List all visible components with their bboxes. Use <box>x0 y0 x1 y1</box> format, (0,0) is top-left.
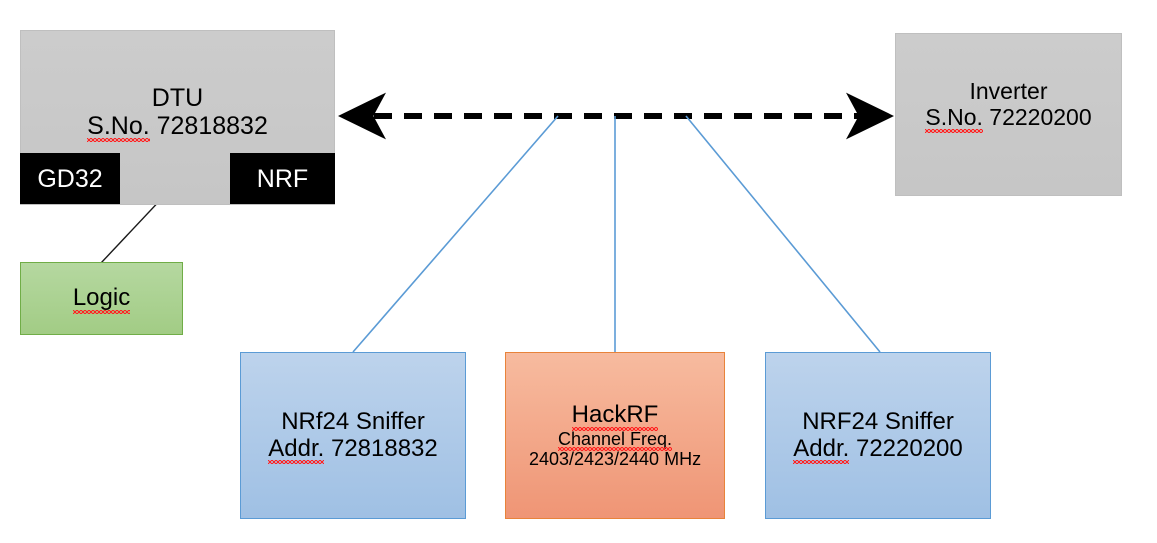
node-gd32[interactable]: GD32 <box>20 153 120 204</box>
inverter-serial: S.No. 72220200 <box>925 103 1092 133</box>
node-nrf[interactable]: NRF <box>230 153 335 204</box>
sniffer-right-title: NRF24 Sniffer <box>802 407 954 436</box>
inverter-title: Inverter <box>969 78 1048 104</box>
node-inverter[interactable]: Inverter S.No. 72220200 <box>895 33 1122 196</box>
sniffer-left-title: NRf24 Sniffer <box>281 407 425 436</box>
sniffer-right-addr: Addr. 72220200 <box>793 434 963 465</box>
hackrf-title-text: HackRF <box>571 400 659 431</box>
sniffer-right-title-a: NRF24 Sniffer <box>802 407 954 435</box>
hackrf-channel-label-text: Channel Freq. <box>557 428 673 452</box>
node-logic[interactable]: Logic <box>20 262 183 335</box>
connector-tap-left <box>352 115 559 353</box>
dtu-title: DTU <box>151 84 204 112</box>
inverter-serial-prefix: S.No. <box>925 103 983 133</box>
dtu-serial-value: 72818832 <box>149 112 268 140</box>
sniffer-right-addr-value: 72220200 <box>849 434 963 462</box>
node-hackrf[interactable]: HackRF Channel Freq. 2403/2423/2440 MHz <box>505 352 725 519</box>
nrf-label: NRF <box>256 164 309 193</box>
hackrf-frequencies: 2403/2423/2440 MHz <box>528 448 702 469</box>
sniffer-left-addr-value: 72818832 <box>324 434 438 462</box>
connector-tap-right <box>685 115 881 353</box>
logic-label-text: Logic <box>72 284 131 314</box>
sniffer-left-addr: Addr. 72818832 <box>268 434 438 465</box>
dtu-serial-prefix: S.No. <box>87 112 150 142</box>
hackrf-title: HackRF <box>571 400 659 431</box>
gd32-label: GD32 <box>37 164 103 193</box>
sniffer-right-addr-prefix: Addr. <box>793 434 850 465</box>
inverter-serial-value: 72220200 <box>982 103 1092 130</box>
sniffer-left-title-a: NRf24 Sniffer <box>281 407 425 435</box>
logic-label: Logic <box>72 284 131 314</box>
hackrf-channel-label: Channel Freq. <box>557 428 673 452</box>
dtu-serial: S.No. 72818832 <box>87 112 268 142</box>
node-sniffer-right[interactable]: NRF24 Sniffer Addr. 72220200 <box>765 352 991 519</box>
sniffer-left-addr-prefix: Addr. <box>268 434 325 465</box>
node-sniffer-left[interactable]: NRf24 Sniffer Addr. 72818832 <box>240 352 466 519</box>
